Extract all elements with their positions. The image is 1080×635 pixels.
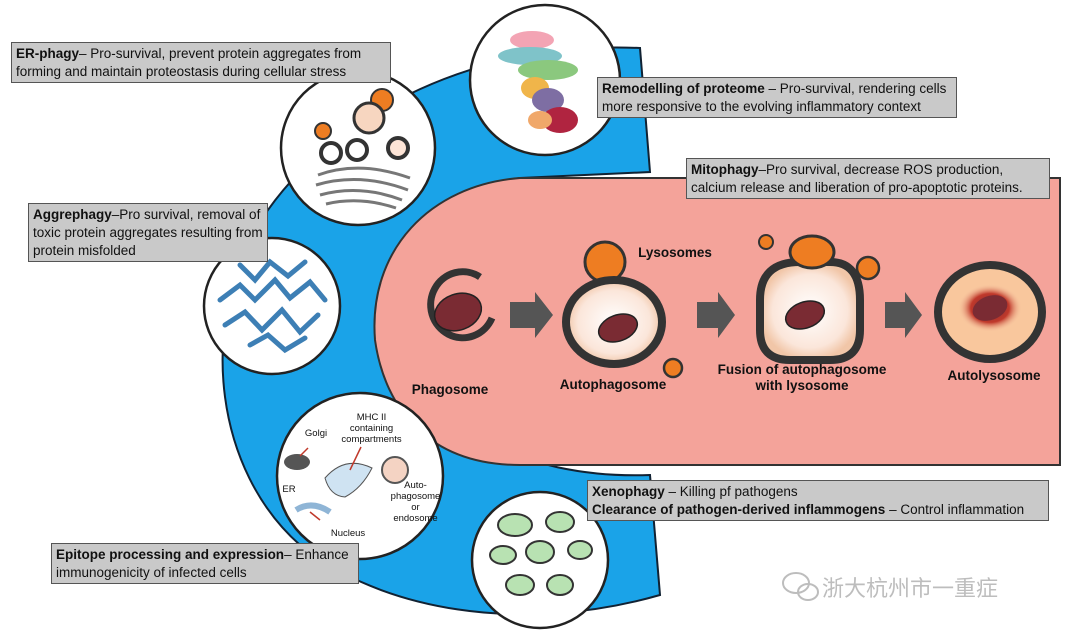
- lysosomes-label: Lysosomes: [638, 245, 712, 260]
- proteome-title: Remodelling of proteome: [602, 81, 765, 96]
- phagosome-label: Phagosome: [411, 382, 489, 397]
- clearance-text: – Control inflammation: [885, 502, 1025, 517]
- autophagosome-label: Autophagosome: [559, 377, 667, 392]
- proteome-text: – Pro-survival, rendering cells more res…: [602, 81, 947, 114]
- epitope-title: Epitope processing and expression: [56, 547, 285, 562]
- fusion: [756, 234, 881, 364]
- epitope-label: Epitope processing and expression– Enhan…: [51, 543, 359, 584]
- xenophagy-title: Xenophagy: [592, 484, 665, 499]
- xenophagy-text: – Killing pf pathogens: [664, 484, 798, 499]
- autolysosome-label: Autolysosome: [947, 368, 1041, 383]
- er-phagy-label: ER-phagy– Pro-survival, prevent protein …: [11, 42, 391, 83]
- er-phagy-circle: [279, 69, 437, 227]
- fusion-label: Fusion of autophagosome with lysosome: [717, 362, 887, 393]
- wechat-icon: [782, 572, 819, 601]
- mhc-label: MHC II containing compartments: [341, 412, 402, 445]
- xenophagy-circle: [470, 490, 610, 630]
- arrow-right-icon: [885, 292, 922, 338]
- mitophagy-title: Mitophagy: [691, 162, 759, 177]
- clearance-title: Clearance of pathogen-derived inflammoge…: [592, 502, 886, 517]
- xenophagy-label: Xenophagy – Killing pf pathogens Clearan…: [587, 480, 1049, 521]
- er-phagy-text: – Pro-survival, prevent protein aggregat…: [16, 46, 362, 79]
- epitope-text: – Enhance immunogenicity of infected cel…: [56, 547, 349, 580]
- auto-label: Auto- phagosome or endosome: [390, 480, 441, 524]
- er-phagy-title: ER-phagy: [16, 46, 80, 61]
- autolysosome: [934, 261, 1046, 363]
- watermark: 浙大杭州市一重症: [822, 577, 999, 602]
- autophagosome: [562, 240, 684, 379]
- phagosome: [427, 268, 496, 342]
- mitophagy-label: Mitophagy–Pro survival, decrease ROS pro…: [686, 158, 1050, 199]
- proteome-circle: [468, 3, 622, 157]
- epitope-circle: [275, 391, 445, 561]
- er-label: ER: [282, 484, 296, 495]
- aggrephagy-text: –Pro survival, removal of toxic protein …: [33, 207, 263, 258]
- aggrephagy-label: Aggrephagy–Pro survival, removal of toxi…: [28, 203, 268, 262]
- arrow-right-icon: [510, 292, 553, 338]
- aggrephagy-circle: [202, 236, 342, 376]
- proteome-label: Remodelling of proteome – Pro-survival, …: [597, 77, 957, 118]
- nucleus-label: Nucleus: [330, 528, 366, 539]
- golgi-label: Golgi: [304, 428, 328, 439]
- arrow-right-icon: [697, 292, 735, 338]
- mitophagy-text: –Pro survival, decrease ROS production, …: [691, 162, 1023, 195]
- aggrephagy-title: Aggrephagy: [33, 207, 112, 222]
